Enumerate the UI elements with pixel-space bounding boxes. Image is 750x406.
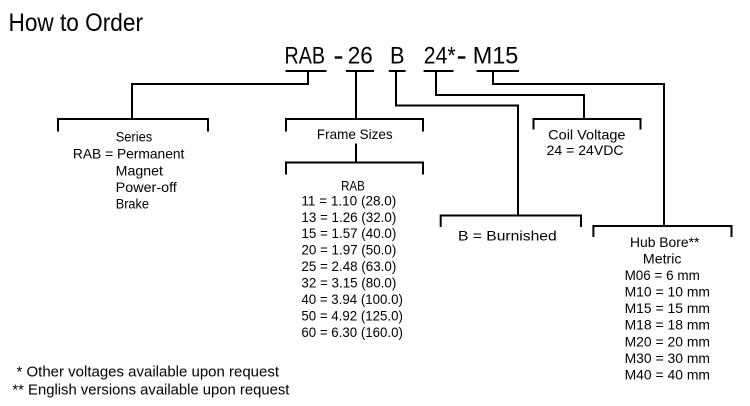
svg-text:Power-off: Power-off <box>116 179 177 195</box>
svg-text:B: B <box>390 43 405 70</box>
svg-text:* Other voltages available upo: * Other voltages available upon request <box>17 365 280 381</box>
svg-text:B = Burnished: B = Burnished <box>458 228 557 244</box>
svg-text:24 = 24VDC: 24 = 24VDC <box>547 142 624 158</box>
svg-text:Frame Sizes: Frame Sizes <box>317 126 393 142</box>
svg-text:25 = 2.48 (63.0): 25 = 2.48 (63.0) <box>301 258 396 274</box>
svg-text:11 = 1.10 (28.0): 11 = 1.10 (28.0) <box>301 192 396 208</box>
svg-text:Magnet: Magnet <box>116 163 163 179</box>
svg-text:M20 = 20 mm: M20 = 20 mm <box>625 333 710 349</box>
svg-text:RAB: RAB <box>341 178 365 194</box>
svg-text:13 = 1.26 (32.0): 13 = 1.26 (32.0) <box>301 209 396 225</box>
svg-text:32 = 3.15 (80.0): 32 = 3.15 (80.0) <box>301 275 396 291</box>
svg-text:M30 = 30 mm: M30 = 30 mm <box>625 350 710 366</box>
svg-text:Series: Series <box>116 128 153 144</box>
svg-text:M06 = 6 mm: M06 = 6 mm <box>625 267 700 283</box>
svg-text:Coil Voltage: Coil Voltage <box>548 126 626 142</box>
svg-text:M40 = 40 mm: M40 = 40 mm <box>625 366 710 382</box>
svg-text:M10 = 10 mm: M10 = 10 mm <box>625 284 710 300</box>
svg-text:Hub Bore**: Hub Bore** <box>630 234 700 250</box>
svg-text:Metric: Metric <box>643 251 682 267</box>
svg-text:24*: 24* <box>424 43 456 70</box>
svg-text:60 = 6.30 (160.0): 60 = 6.30 (160.0) <box>301 324 403 340</box>
svg-text:50 = 4.92 (125.0): 50 = 4.92 (125.0) <box>301 308 403 324</box>
svg-text:15 = 1.57 (40.0): 15 = 1.57 (40.0) <box>301 225 396 241</box>
svg-text:RAB = Permanent: RAB = Permanent <box>73 146 185 162</box>
svg-text:Brake: Brake <box>116 195 149 211</box>
svg-text:** English versions available: ** English versions available upon reque… <box>12 383 289 399</box>
svg-text:How to Order: How to Order <box>9 9 144 37</box>
svg-text:M15: M15 <box>473 43 519 70</box>
svg-text:M18 = 18 mm: M18 = 18 mm <box>625 317 710 333</box>
svg-text:20 = 1.97 (50.0): 20 = 1.97 (50.0) <box>301 242 396 258</box>
svg-text:RAB: RAB <box>285 43 326 70</box>
svg-text:40 = 3.94 (100.0): 40 = 3.94 (100.0) <box>301 291 403 307</box>
svg-text:M15 = 15 mm: M15 = 15 mm <box>625 300 710 316</box>
svg-text:26: 26 <box>348 43 373 70</box>
